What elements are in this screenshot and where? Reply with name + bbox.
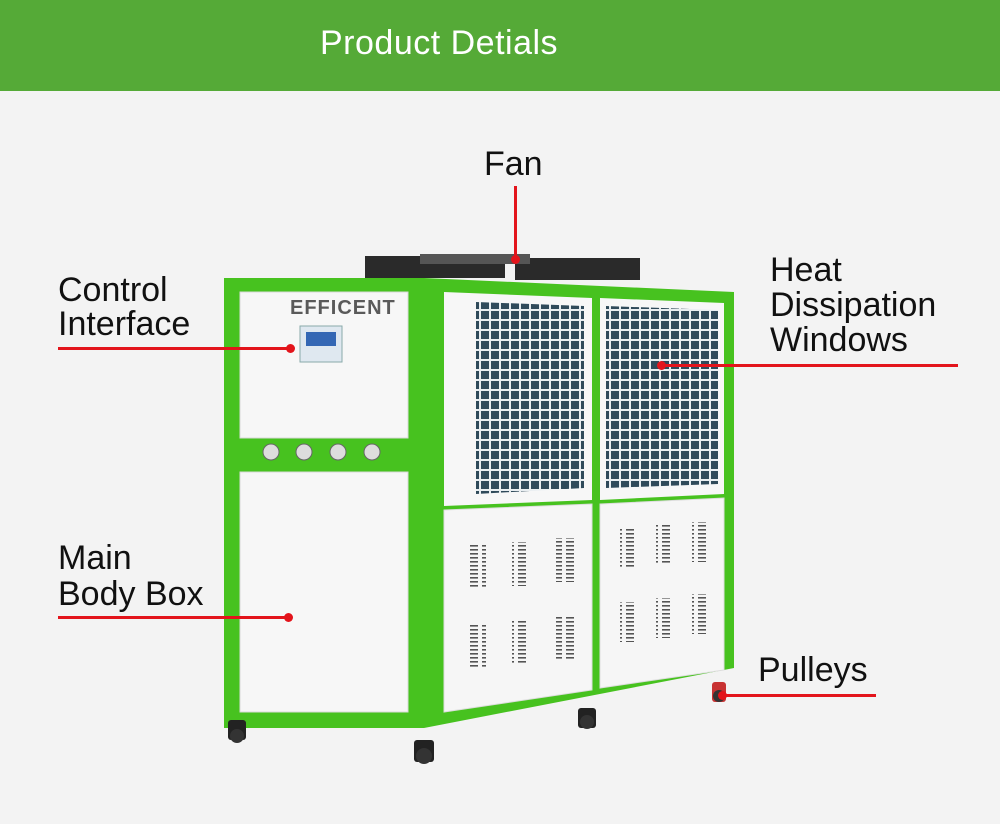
callout-control-label-1: Control [58,271,168,309]
callout-main-label-2: Body Box [58,575,204,613]
callout-heat-label-3: Windows [770,321,908,359]
side-lower-panel-left [443,503,593,713]
callout-pulleys-line [722,694,876,697]
control-panel [239,291,409,439]
callout-fan-dot [511,255,520,264]
page-title: Product Detials [320,24,559,62]
heat-grille-right [606,306,718,488]
wheels [228,682,726,764]
callout-main-dot [284,613,293,622]
fan-grilles [365,254,640,280]
callout-pulleys-label: Pulleys [758,651,868,689]
callout-fan-line [514,186,517,258]
callout-main-label-1: Main [58,539,132,577]
pressure-gauges [262,443,381,461]
callout-control-line [58,347,290,350]
callout-heat-line [662,364,958,367]
callout-pulleys-dot [718,691,727,700]
vent-slots [468,522,708,669]
callout-main-line [58,616,288,619]
callout-control-dot [286,344,295,353]
callout-fan-label: Fan [484,145,543,183]
heat-grille-left [476,302,584,494]
callout-heat-label-2: Dissipation [770,286,937,324]
callout-heat-label-1: Heat [770,251,842,289]
callout-heat-dot [657,361,666,370]
header-bar: Product Detials [0,0,1000,91]
callout-control-label-2: Interface [58,305,191,343]
body-box-panel [239,471,409,713]
brand-logo: EFFICENT [290,297,396,319]
